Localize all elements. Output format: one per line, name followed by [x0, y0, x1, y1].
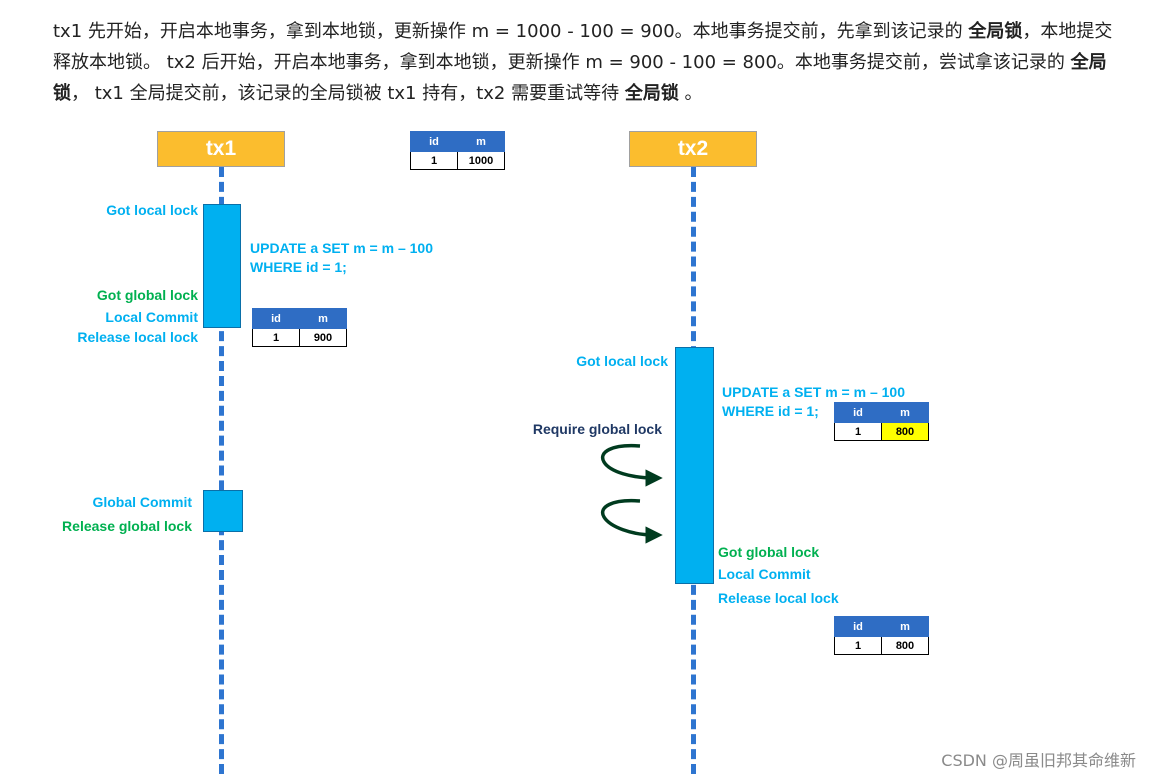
paragraph-bold-global-lock-1: 全局锁 [968, 21, 1023, 42]
column-header-id: id [410, 131, 458, 152]
tx2-local-transaction-bar [675, 347, 714, 584]
paragraph-bold-global-lock-2: 全局锁 [53, 52, 1107, 104]
paragraph-text-2: ，本地提交释放本地锁。 tx2 后开始，开启本地事务，拿到本地锁，更新操作 m … [53, 21, 1113, 73]
tx2-local-commit-label: Local Commit [718, 566, 811, 582]
tx2-release-local-lock-label: Release local lock [718, 590, 839, 606]
retry-arrow-icon [600, 443, 663, 487]
tx2-sql-line-1: UPDATE a SET m = m – 100 [722, 384, 905, 400]
paragraph-text-4: 。 [678, 83, 703, 104]
tx2-got-global-lock-label: Got global lock [718, 544, 820, 560]
tx1-local-transaction-bar [203, 204, 241, 328]
tx1-release-global-lock-label: Release global lock [62, 518, 192, 534]
paragraph-text-1: tx1 先开始，开启本地事务，拿到本地锁，更新操作 m = 1000 - 100… [53, 21, 969, 42]
tx1-header: tx1 [157, 131, 285, 167]
tx1-sql-line-1: UPDATE a SET m = m – 100 [250, 240, 433, 256]
tx1-global-commit-label: Global Commit [92, 494, 192, 510]
watermark: CSDN @周虽旧邦其命维新 [941, 751, 1136, 770]
cell-id: 1 [834, 636, 882, 655]
tx2-require-global-lock-label: Require global lock [532, 421, 662, 437]
cell-m: 800 [881, 636, 929, 655]
tx2-header: tx2 [629, 131, 757, 167]
tx1-lifeline [219, 167, 224, 774]
tx1-local-commit-label: Local Commit [105, 309, 198, 325]
tx1-global-commit-bar [203, 490, 243, 532]
column-header-m: m [299, 308, 347, 329]
cell-m: 900 [299, 328, 347, 347]
tx1-sql-line-2: WHERE id = 1; [250, 259, 347, 275]
tx1-release-local-lock-label: Release local lock [77, 329, 198, 345]
tx1-update-sql: UPDATE a SET m = m – 100 WHERE id = 1; [250, 239, 433, 277]
column-header-id: id [834, 616, 882, 637]
paragraph-text-3: ， tx1 全局提交前，该记录的全局锁被 tx1 持有，tx2 需要重试等待 [71, 83, 625, 104]
description-paragraph: tx1 先开始，开启本地事务，拿到本地锁，更新操作 m = 1000 - 100… [53, 16, 1113, 109]
tx1-got-local-lock-label: Got local lock [106, 202, 198, 218]
cell-id: 1 [834, 422, 882, 441]
tx2-update-sql: UPDATE a SET m = m – 100 WHERE id = 1; [722, 383, 905, 421]
tx2-sql-line-2: WHERE id = 1; [722, 403, 819, 419]
cell-m: 1000 [457, 151, 505, 170]
retry-arrow-icon [600, 498, 663, 544]
cell-id: 1 [252, 328, 300, 347]
cell-m-highlighted: 800 [881, 422, 929, 441]
tx2-got-local-lock-label: Got local lock [576, 353, 668, 369]
paragraph-bold-global-lock-3: 全局锁 [624, 83, 679, 104]
tx1-got-global-lock-label: Got global lock [96, 287, 198, 303]
